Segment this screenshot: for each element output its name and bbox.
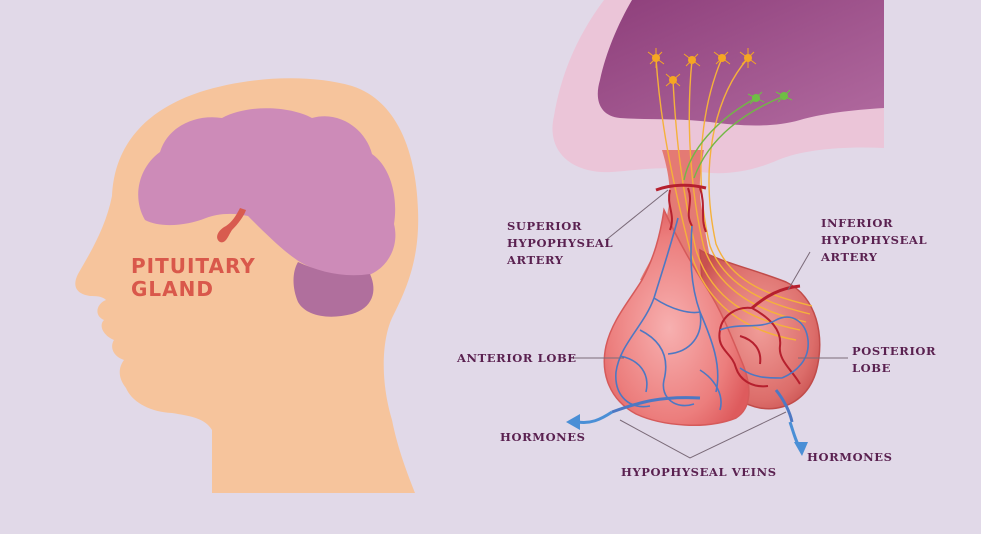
gland-title-line2: GLAND [131, 277, 214, 301]
anterior-lobe [603, 207, 750, 426]
gland-title-line1: PITUITARY [131, 254, 256, 278]
pituitary-gland-title: PITUITARY GLAND [131, 255, 256, 301]
hypothalamus [597, 0, 884, 126]
inferior-label-line3: ARTERY [821, 250, 878, 264]
head-illustration [75, 78, 419, 494]
inferior-hypophyseal-artery-label: INFERIOR HYPOPHYSEAL ARTERY [821, 215, 927, 266]
superior-label-line2: HYPOPHYSEAL [507, 236, 614, 250]
posterior-lobe-label: POSTERIOR LOBE [852, 343, 936, 377]
hormones-left-label: HORMONES [500, 430, 586, 444]
pituitary-anatomy [603, 48, 821, 426]
green-nerve-fibers [683, 95, 785, 181]
hormones-right-label: HORMONES [807, 450, 893, 464]
neurons [647, 48, 793, 105]
veins [611, 217, 809, 423]
posterior-label-line2: LOBE [852, 361, 891, 375]
inferior-label-line1: INFERIOR [821, 216, 894, 230]
posterior-label-line1: POSTERIOR [852, 344, 937, 358]
left-arrowhead [566, 414, 580, 430]
anterior-lobe-label: ANTERIOR LOBE [457, 351, 577, 365]
superior-label-line1: SUPERIOR [507, 219, 583, 233]
pituitary-in-head [217, 208, 246, 243]
brain-shape [138, 108, 396, 278]
right-arrowhead [794, 442, 808, 456]
left-hormone-arrow [577, 410, 613, 424]
superior-label-line3: ARTERY [507, 253, 564, 267]
leader-lines [570, 189, 848, 459]
cerebellum-shape [293, 262, 374, 317]
hypophyseal-veins-label: HYPOPHYSEAL VEINS [621, 465, 777, 479]
superior-hypophyseal-artery-label: SUPERIOR HYPOPHYSEAL ARTERY [507, 218, 613, 269]
hypothalamus-illustration [552, 0, 884, 174]
inferior-label-line2: HYPOPHYSEAL [821, 233, 928, 247]
